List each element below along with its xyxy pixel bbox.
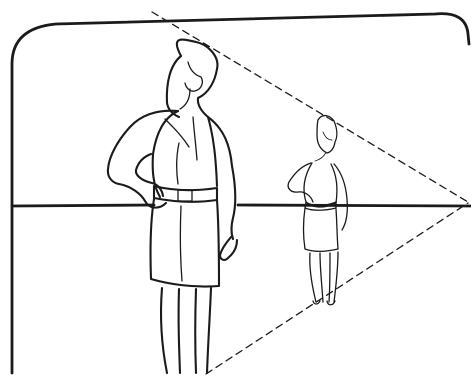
- large-skirt: [150, 199, 219, 287]
- perspective-guide-lines: [152, 12, 468, 374]
- horizon-line-left: [12, 205, 154, 206]
- large-right-hand: [220, 237, 237, 260]
- small-legs: [310, 252, 338, 302]
- large-face: [185, 62, 202, 91]
- small-head-and-hair: [317, 116, 337, 153]
- large-belt-buckle: [178, 190, 192, 201]
- small-woman-figure: [288, 116, 347, 305]
- large-blouse-folds: [165, 117, 197, 184]
- small-torso: [304, 163, 337, 207]
- large-neck: [180, 89, 190, 109]
- large-legs: [161, 288, 211, 373]
- frame-outline: [12, 14, 469, 373]
- small-skirt: [304, 208, 339, 251]
- large-right-torso: [208, 117, 217, 186]
- scene-frame: [12, 14, 471, 373]
- horizon-line-right: [238, 205, 471, 206]
- large-hair-right: [177, 40, 218, 117]
- large-skirt-fold: [180, 206, 182, 281]
- large-left-hand: [136, 154, 163, 196]
- large-hair-left: [167, 56, 181, 117]
